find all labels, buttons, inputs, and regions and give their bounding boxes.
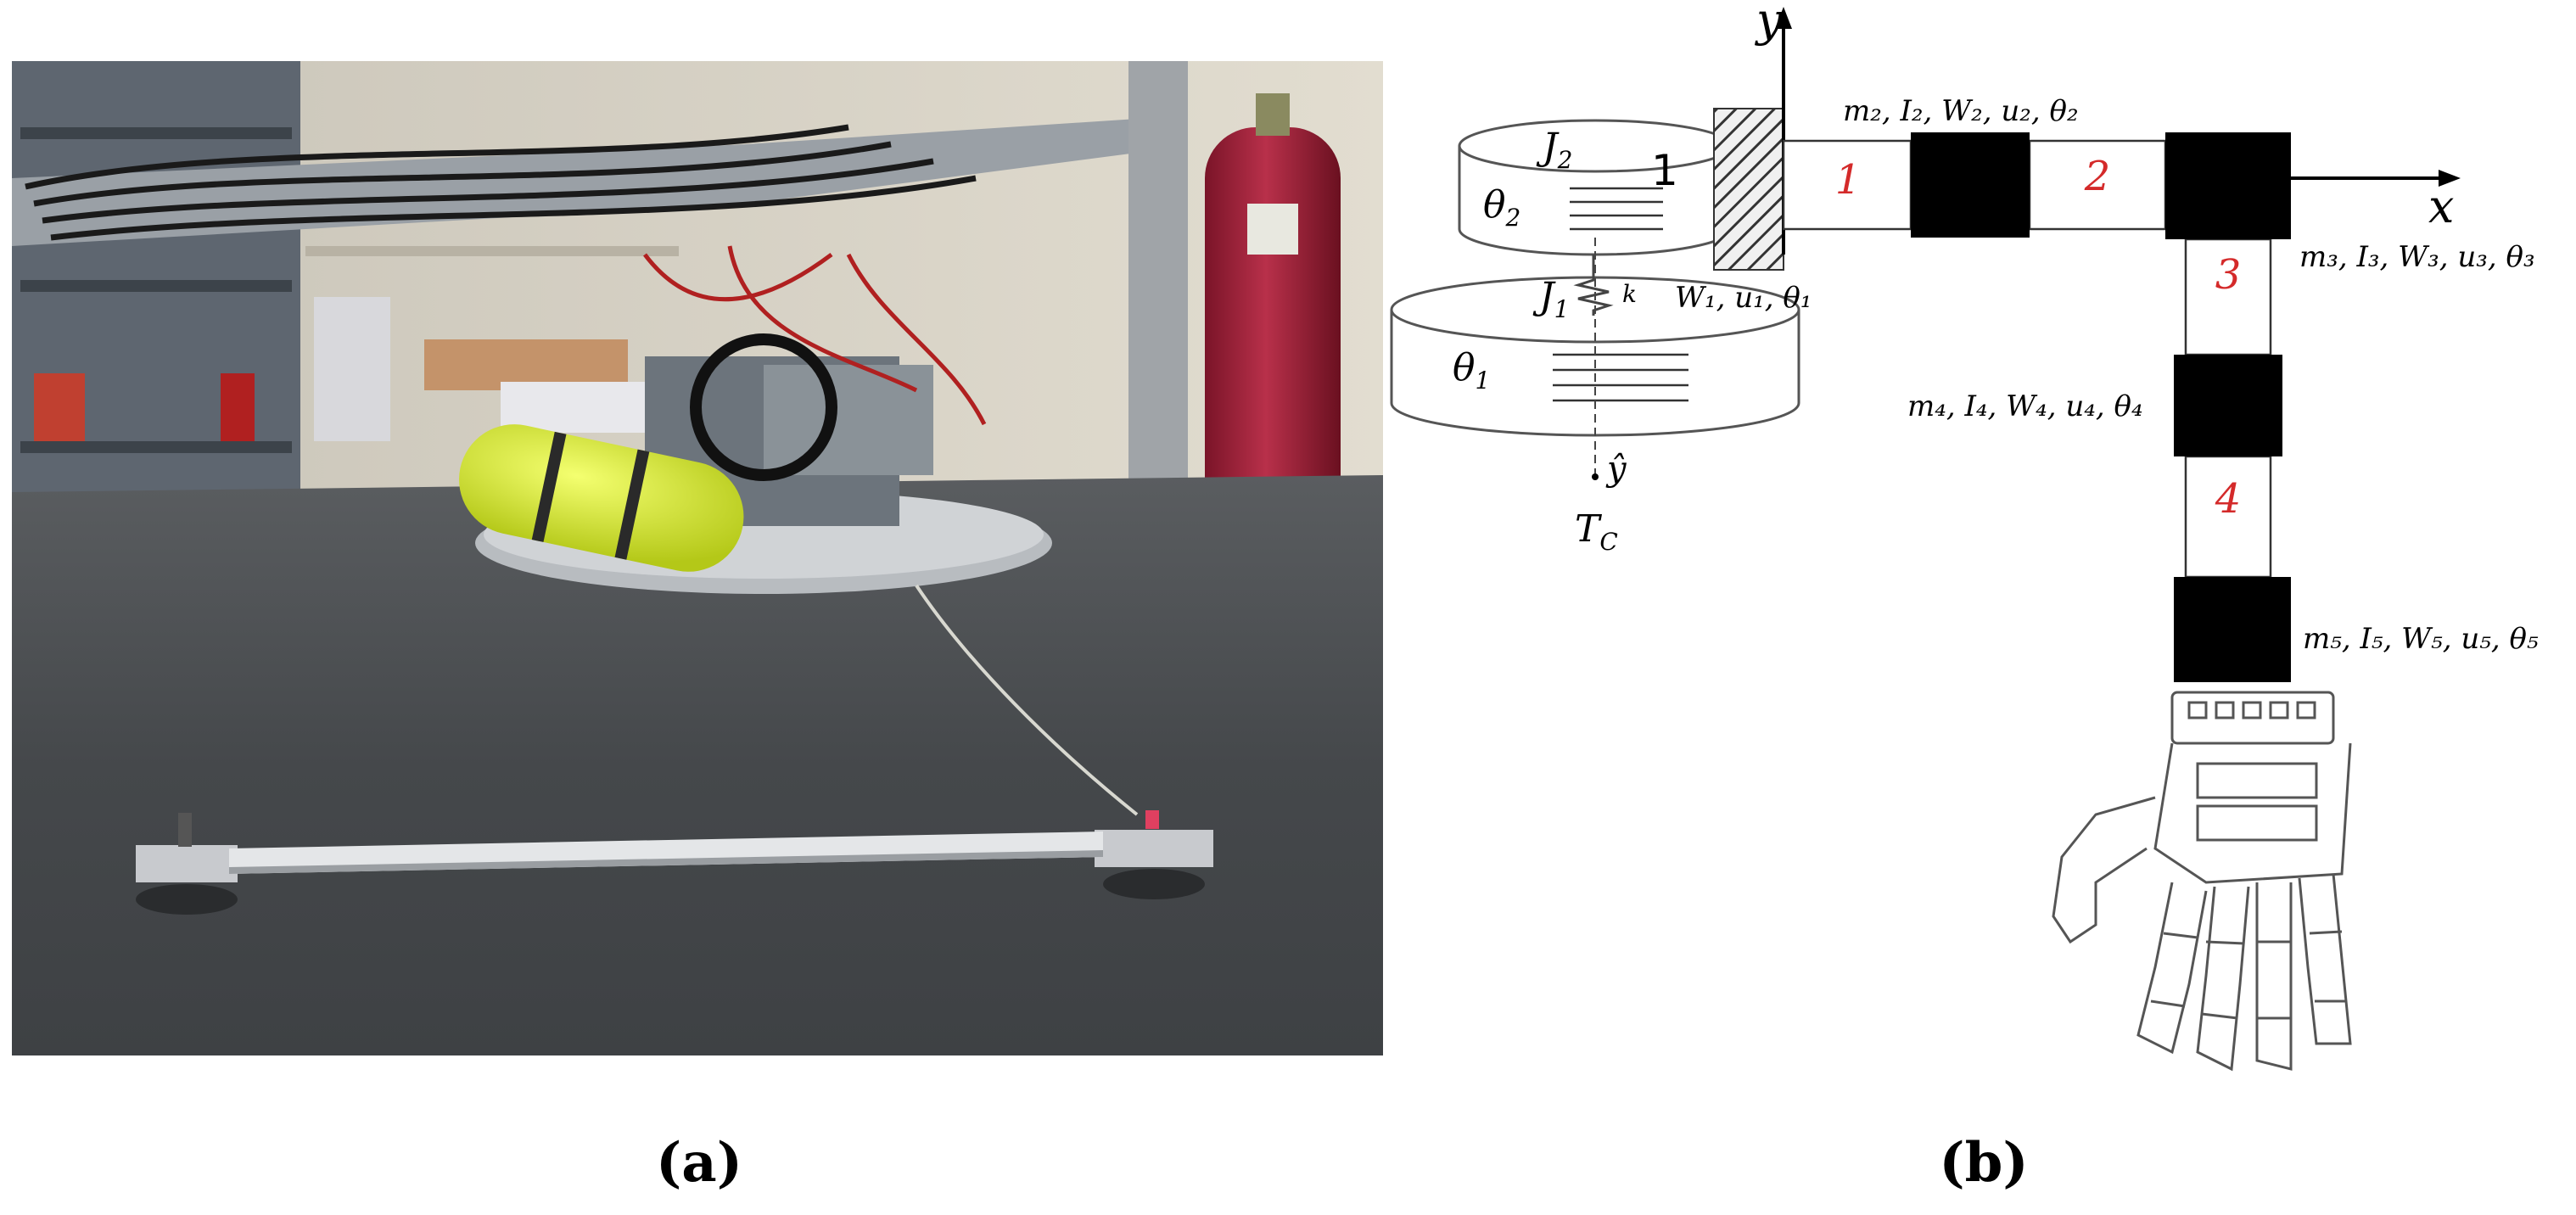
granite-floor (12, 475, 1383, 1055)
nodes (1911, 132, 2291, 682)
flexible-beam (136, 810, 1213, 915)
link-label-3: 3 (2215, 251, 2242, 299)
node-4 (2174, 355, 2282, 456)
node-label-4: 4 (2215, 382, 2242, 429)
inertia-J1-label: J1 (1532, 275, 1569, 323)
link-label-2: 2 (2084, 153, 2111, 200)
torque-label: TC (1575, 507, 1618, 556)
link-label-1: 1 (1835, 156, 1862, 204)
hub-node-1 (1713, 108, 1784, 271)
node-params-2: m₂, I₂, W₂, u₂, θ₂ (1843, 94, 2079, 128)
robotic-hand (2052, 691, 2352, 1072)
spring-label: k (1622, 280, 1637, 308)
yellow-tank (459, 424, 744, 572)
y-axis-label: y (1755, 0, 1784, 47)
node-2 (1911, 132, 2030, 238)
photo-panel (12, 61, 1383, 1055)
theta2-arrows (1570, 187, 1663, 231)
link-4 (2184, 455, 2272, 579)
link-label-4: 4 (2215, 475, 2242, 523)
node-params-5: m₅, I₅, W₅, u₅, θ₅ (2303, 622, 2539, 656)
y-hat-label: ŷ (1605, 450, 1627, 489)
link-1 (1782, 139, 1912, 231)
inertia-J2-label: J2 (1536, 126, 1572, 174)
node-label-1: 1 (1651, 146, 1678, 195)
x-axis-label: x (2428, 180, 2454, 233)
spring (1573, 255, 1614, 316)
node-params-1: W₁, u₁, θ₁ (1675, 281, 1812, 315)
theta1-arrows (1553, 353, 1688, 402)
node-label-3: 3 (2215, 161, 2242, 209)
node-label-2: 2 (1957, 161, 1984, 209)
diagram-panel: 2 3 4 5 m₂, I₂, W₂, u₂, θ₂ m₃, I₃, W₃, u… (1390, 0, 2539, 1072)
node-3 (2165, 132, 2291, 239)
node-5 (2174, 577, 2291, 682)
pole (1128, 61, 1188, 536)
node-params-4: m₄, I₄, W₄, u₄, θ₄ (1907, 389, 2143, 423)
theta1-label: θ1 (1453, 346, 1490, 395)
theta2-label: θ2 (1483, 183, 1520, 232)
node-params-3: m₃, I₃, W₃, u₃, θ₃ (2299, 240, 2535, 274)
links (1782, 139, 2272, 579)
caption-a: (a) (656, 1131, 742, 1195)
link-3 (2184, 238, 2272, 356)
caption-b: (b) (1939, 1131, 2028, 1195)
node-label-5: 5 (2220, 606, 2246, 653)
